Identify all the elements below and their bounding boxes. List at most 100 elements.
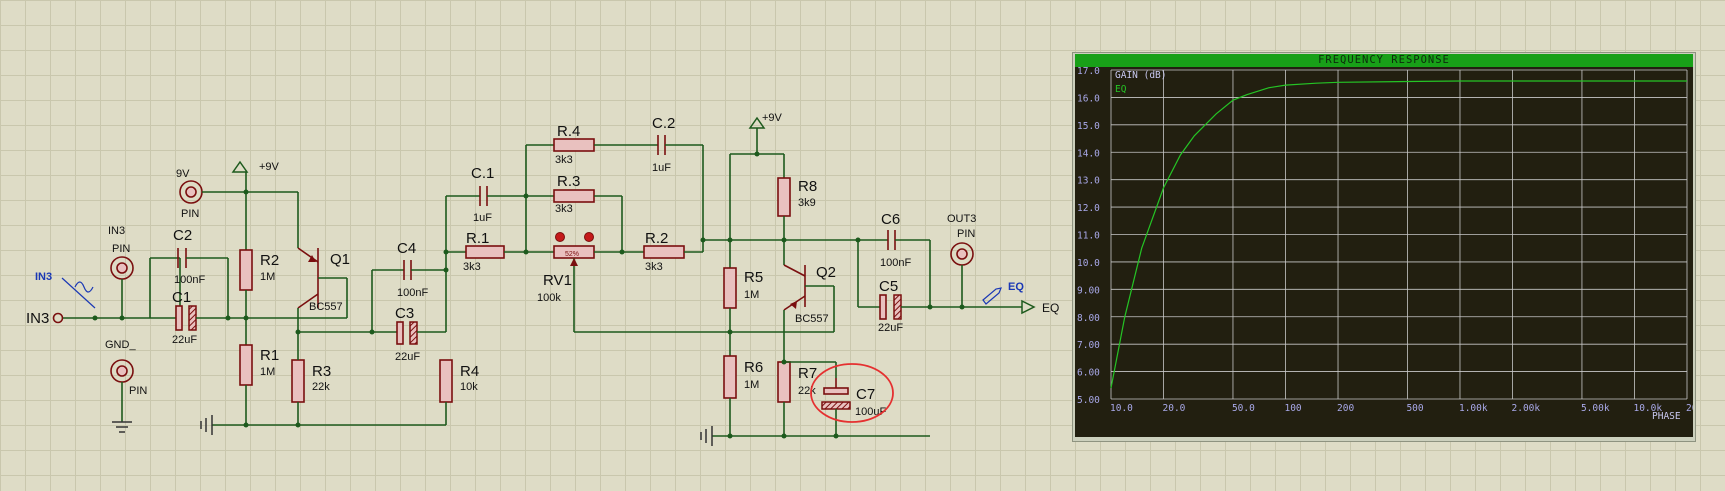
resistor-r6[interactable]: R6 1M (723, 355, 763, 436)
c-1-value: 1uF (473, 212, 492, 224)
y-axis-label: GAIN (dB) (1115, 70, 1166, 81)
r5-ref: R5 (744, 269, 763, 286)
c3-value: 22uF (395, 351, 420, 363)
terminal-in3-name: IN3 (108, 225, 125, 237)
capacitor-c1[interactable]: C1 22uF (172, 289, 347, 346)
capacitor-c-1[interactable]: C.1 1uF (446, 165, 526, 224)
terminal-in3[interactable]: IN3 PIN (108, 225, 134, 318)
c1-ref: C1 (172, 289, 191, 306)
r4-ref: R4 (460, 363, 479, 380)
resistor-r-1[interactable]: R.1 3k3 (446, 230, 554, 273)
c4-value: 100nF (397, 287, 428, 299)
resistor-r1[interactable]: R1 1M (239, 318, 279, 425)
frequency-response-plot[interactable]: 17.016.015.014.013.012.011.010.09.008.00… (1075, 67, 1693, 437)
vcc-label-2: +9V (762, 112, 783, 124)
c7-ref: C7 (856, 386, 875, 403)
c1-value: 22uF (172, 334, 197, 346)
x-tick-label: 5.00k (1581, 403, 1610, 414)
x-tick-label: 50.0 (1232, 403, 1255, 414)
r-2-ref: R.2 (645, 230, 668, 247)
output-net-label: EQ (1021, 299, 1059, 315)
terminal-out3[interactable]: OUT3 PIN (947, 213, 976, 307)
capacitor-c4[interactable]: C4 100nF (371, 240, 446, 332)
vcc-rail-1: +9V (231, 160, 280, 250)
c-2-ref: C.2 (652, 115, 675, 132)
x-tick-label: 20.0k (1686, 403, 1693, 414)
vcc-rail-2: +9V (729, 112, 785, 268)
probe-label: EQ (1008, 281, 1024, 293)
terminal-out3-type: PIN (957, 228, 975, 240)
r2-ref: R2 (260, 252, 279, 269)
resistor-r8[interactable]: R8 3k9 (777, 177, 817, 265)
y-tick-label: 14.0 (1077, 148, 1100, 159)
capacitor-c-2[interactable]: C.2 1uF (652, 115, 704, 240)
r1-value: 1M (260, 366, 275, 378)
resistor-r4[interactable]: R4 10k (439, 359, 479, 425)
transistor-q1[interactable]: Q1 BC557 (297, 247, 350, 345)
y-tick-label: 8.00 (1077, 313, 1100, 324)
resistor-r-2[interactable]: R.2 3k3 (643, 230, 704, 273)
ground-2 (700, 426, 930, 446)
r-1-value: 3k3 (463, 261, 481, 273)
y-tick-label: 5.00 (1077, 395, 1100, 406)
c-2-value: 1uF (652, 162, 671, 174)
capacitor-c6[interactable]: C6 100nF (858, 211, 931, 307)
signal-generator[interactable]: IN3 (35, 271, 96, 309)
highlight-circle (810, 363, 894, 423)
phase-label: PHASE (1652, 411, 1681, 422)
r3-ref: R3 (312, 363, 331, 380)
resistor-r-3[interactable]: R.3 3k3 (526, 173, 623, 252)
y-tick-labels: 17.016.015.014.013.012.011.010.09.008.00… (1077, 67, 1100, 406)
c5-ref: C5 (879, 278, 898, 295)
c6-ref: C6 (881, 211, 900, 228)
terminal-9v-type: PIN (181, 208, 199, 220)
y-tick-label: 7.00 (1077, 340, 1100, 351)
terminal-in3-type: PIN (112, 243, 130, 255)
y-tick-label: 15.0 (1077, 121, 1100, 132)
q1-value: BC557 (309, 301, 343, 313)
c5-value: 22uF (878, 322, 903, 334)
r-3-ref: R.3 (557, 173, 580, 190)
potentiometer-rv1[interactable]: 52% RV1 100k (537, 232, 595, 333)
voltage-probe-eq[interactable]: EQ (982, 281, 1024, 305)
c-1-ref: C.1 (471, 165, 494, 182)
c4-ref: C4 (397, 240, 416, 257)
resistor-r-4[interactable]: R.4 3k3 (526, 123, 658, 166)
q2-value: BC557 (795, 313, 829, 325)
r6-ref: R6 (744, 359, 763, 376)
x-tick-label: 10.0k (1633, 403, 1662, 414)
capacitor-c7[interactable]: C7 100uF (810, 363, 894, 436)
resistor-r2[interactable]: R2 1M (239, 249, 279, 318)
terminal-9v[interactable]: 9V PIN (176, 168, 299, 248)
r-4-value: 3k3 (555, 154, 573, 166)
r8-ref: R8 (798, 178, 817, 195)
ground-1 (200, 415, 446, 435)
terminal-gnd-type: PIN (129, 385, 147, 397)
schematic-canvas[interactable]: IN3 IN3 IN3 PIN GND_ PIN C2 100nF (0, 0, 1070, 491)
capacitor-c3[interactable]: C3 22uF (298, 305, 446, 363)
capacitor-c2[interactable]: C2 100nF (149, 227, 229, 318)
rv1-wiper-percent: 52% (565, 251, 579, 258)
transistor-q2[interactable]: Q2 BC557 (783, 264, 836, 362)
r5-value: 1M (744, 289, 759, 301)
resistor-r5[interactable]: R5 1M (723, 267, 763, 356)
x-tick-label: 100 (1284, 403, 1301, 414)
generator-label: IN3 (35, 271, 52, 283)
c2-value: 100nF (174, 274, 205, 286)
rv1-ref: RV1 (543, 272, 572, 289)
x-tick-label: 200 (1337, 403, 1354, 414)
resistor-r3[interactable]: R3 22k (291, 345, 331, 425)
x-tick-label: 500 (1406, 403, 1423, 414)
y-tick-label: 13.0 (1077, 176, 1100, 187)
c6-value: 100nF (880, 257, 911, 269)
input-net-label-text: IN3 (26, 310, 49, 327)
capacitor-c5[interactable]: C5 22uF (858, 278, 1030, 334)
r1-ref: R1 (260, 347, 279, 364)
input-net-label: IN3 (26, 310, 180, 327)
terminal-gnd[interactable]: GND_ PIN (105, 339, 147, 433)
r7-ref: R7 (798, 365, 817, 382)
r8-value: 3k9 (798, 197, 816, 209)
q2-ref: Q2 (816, 264, 836, 281)
graph-title[interactable]: FREQUENCY RESPONSE (1075, 54, 1693, 67)
